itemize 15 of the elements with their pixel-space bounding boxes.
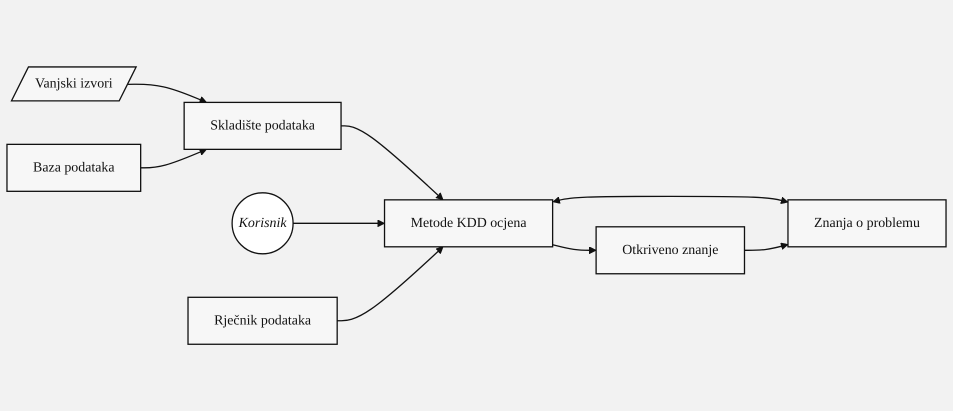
node-box: Metode KDD ocjena [384,199,554,248]
arrow [341,125,444,200]
arrow [337,246,444,322]
arrow [128,83,207,104]
node-box: Baza podataka [6,144,142,192]
arrow [744,242,788,251]
node-box: Skladište podataka [184,102,342,150]
node-box: Rječnik podataka [187,296,338,345]
arrow [140,148,207,168]
node-box: Znanja o problemu [787,199,947,248]
arrow [552,244,596,254]
arrow [552,196,788,204]
node-box: Otkriveno znanje [595,226,746,274]
arrow [293,219,385,228]
node-circle: Korisnik [231,192,294,254]
